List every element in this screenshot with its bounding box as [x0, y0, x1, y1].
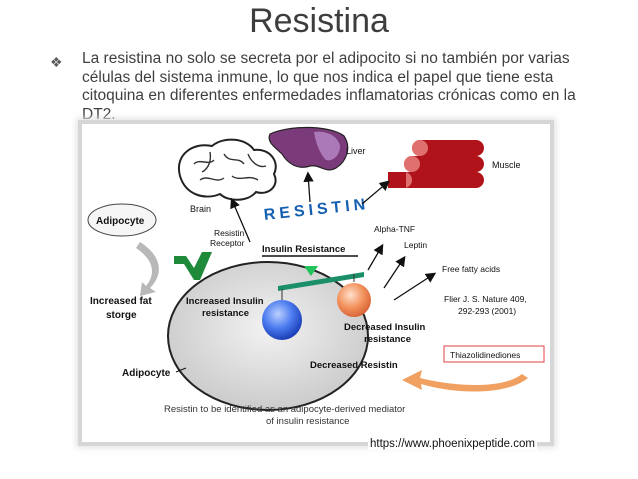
label-increased-fat-2: storge: [106, 310, 137, 321]
citation-line-1: Flier J. S. Nature 409,: [444, 294, 527, 304]
label-resistin-receptor-2: Receptor: [210, 238, 245, 248]
label-decreased-insulin-1: Decreased Insulin: [344, 322, 426, 333]
grey-curved-arrow: [136, 242, 159, 296]
receptor-icon: [174, 252, 212, 280]
arrow-to-muscle: [361, 180, 390, 205]
label-increased-insulin-1: Increased Insulin: [186, 296, 264, 307]
orange-curved-arrow: [402, 370, 528, 392]
label-alpha-tnf: Alpha-TNF: [374, 224, 415, 234]
orange-ball: [337, 283, 371, 317]
arrow-free-fatty-acids: [393, 272, 437, 301]
label-liver: Liver: [346, 146, 366, 156]
brain-icon: [177, 138, 277, 201]
label-increased-fat-1: Increased fat: [90, 296, 152, 307]
label-muscle: Muscle: [492, 160, 521, 170]
label-decreased-resistin: Decreased Resistin: [310, 360, 398, 371]
bullet-text: La resistina no solo se secreta por el a…: [82, 50, 576, 123]
bottom-caption-2: of insulin resistance: [266, 416, 349, 427]
label-decreased-insulin-2: resistance: [364, 334, 411, 345]
label-thiazolidinediones: Thiazolidinediones: [450, 350, 520, 360]
adipocyte-bottom-leader: [175, 367, 187, 373]
arrow-alpha-tnf: [367, 243, 384, 271]
liver-icon: [268, 126, 349, 171]
label-leptin: Leptin: [404, 240, 427, 250]
label-insulin-resistance: Insulin Resistance: [262, 244, 345, 255]
resistin-word: RESISTIN: [263, 196, 370, 224]
slide-title: Resistina: [249, 2, 389, 40]
label-adipocyte-top: Adipocyte: [96, 216, 145, 227]
bottom-caption-1: Resistin to be identified as an adipocyt…: [164, 404, 405, 415]
adipocyte-top-oval: [87, 203, 157, 237]
source-url[interactable]: https://www.phoenixpeptide.com: [368, 438, 537, 450]
label-adipocyte-bottom: Adipocyte: [122, 368, 171, 379]
label-free-fatty-acids: Free fatty acids: [442, 264, 500, 274]
central-ellipse: [167, 261, 369, 411]
label-increased-insulin-2: resistance: [202, 308, 249, 319]
muscle-icon: [388, 140, 484, 188]
label-resistin-receptor-1: Resistin: [214, 228, 245, 238]
pivot-triangle: [304, 266, 318, 276]
citation-line-2: 292-293 (2001): [458, 306, 516, 316]
bullet-icon: ❖: [50, 54, 63, 70]
arrow-leptin: [383, 255, 406, 289]
thiazolidinediones-box: [443, 345, 545, 363]
arrow-to-brain: [230, 197, 251, 243]
blue-ball: [262, 300, 302, 340]
label-brain: Brain: [190, 204, 211, 214]
balance-beam: [278, 272, 364, 291]
resistin-figure: Brain Liver Muscle RESISTIN Adipocyte: [82, 124, 550, 442]
arrow-to-liver: [303, 171, 314, 203]
resistin-diagram: Brain Liver Muscle RESISTIN Adipocyte: [87, 126, 545, 427]
